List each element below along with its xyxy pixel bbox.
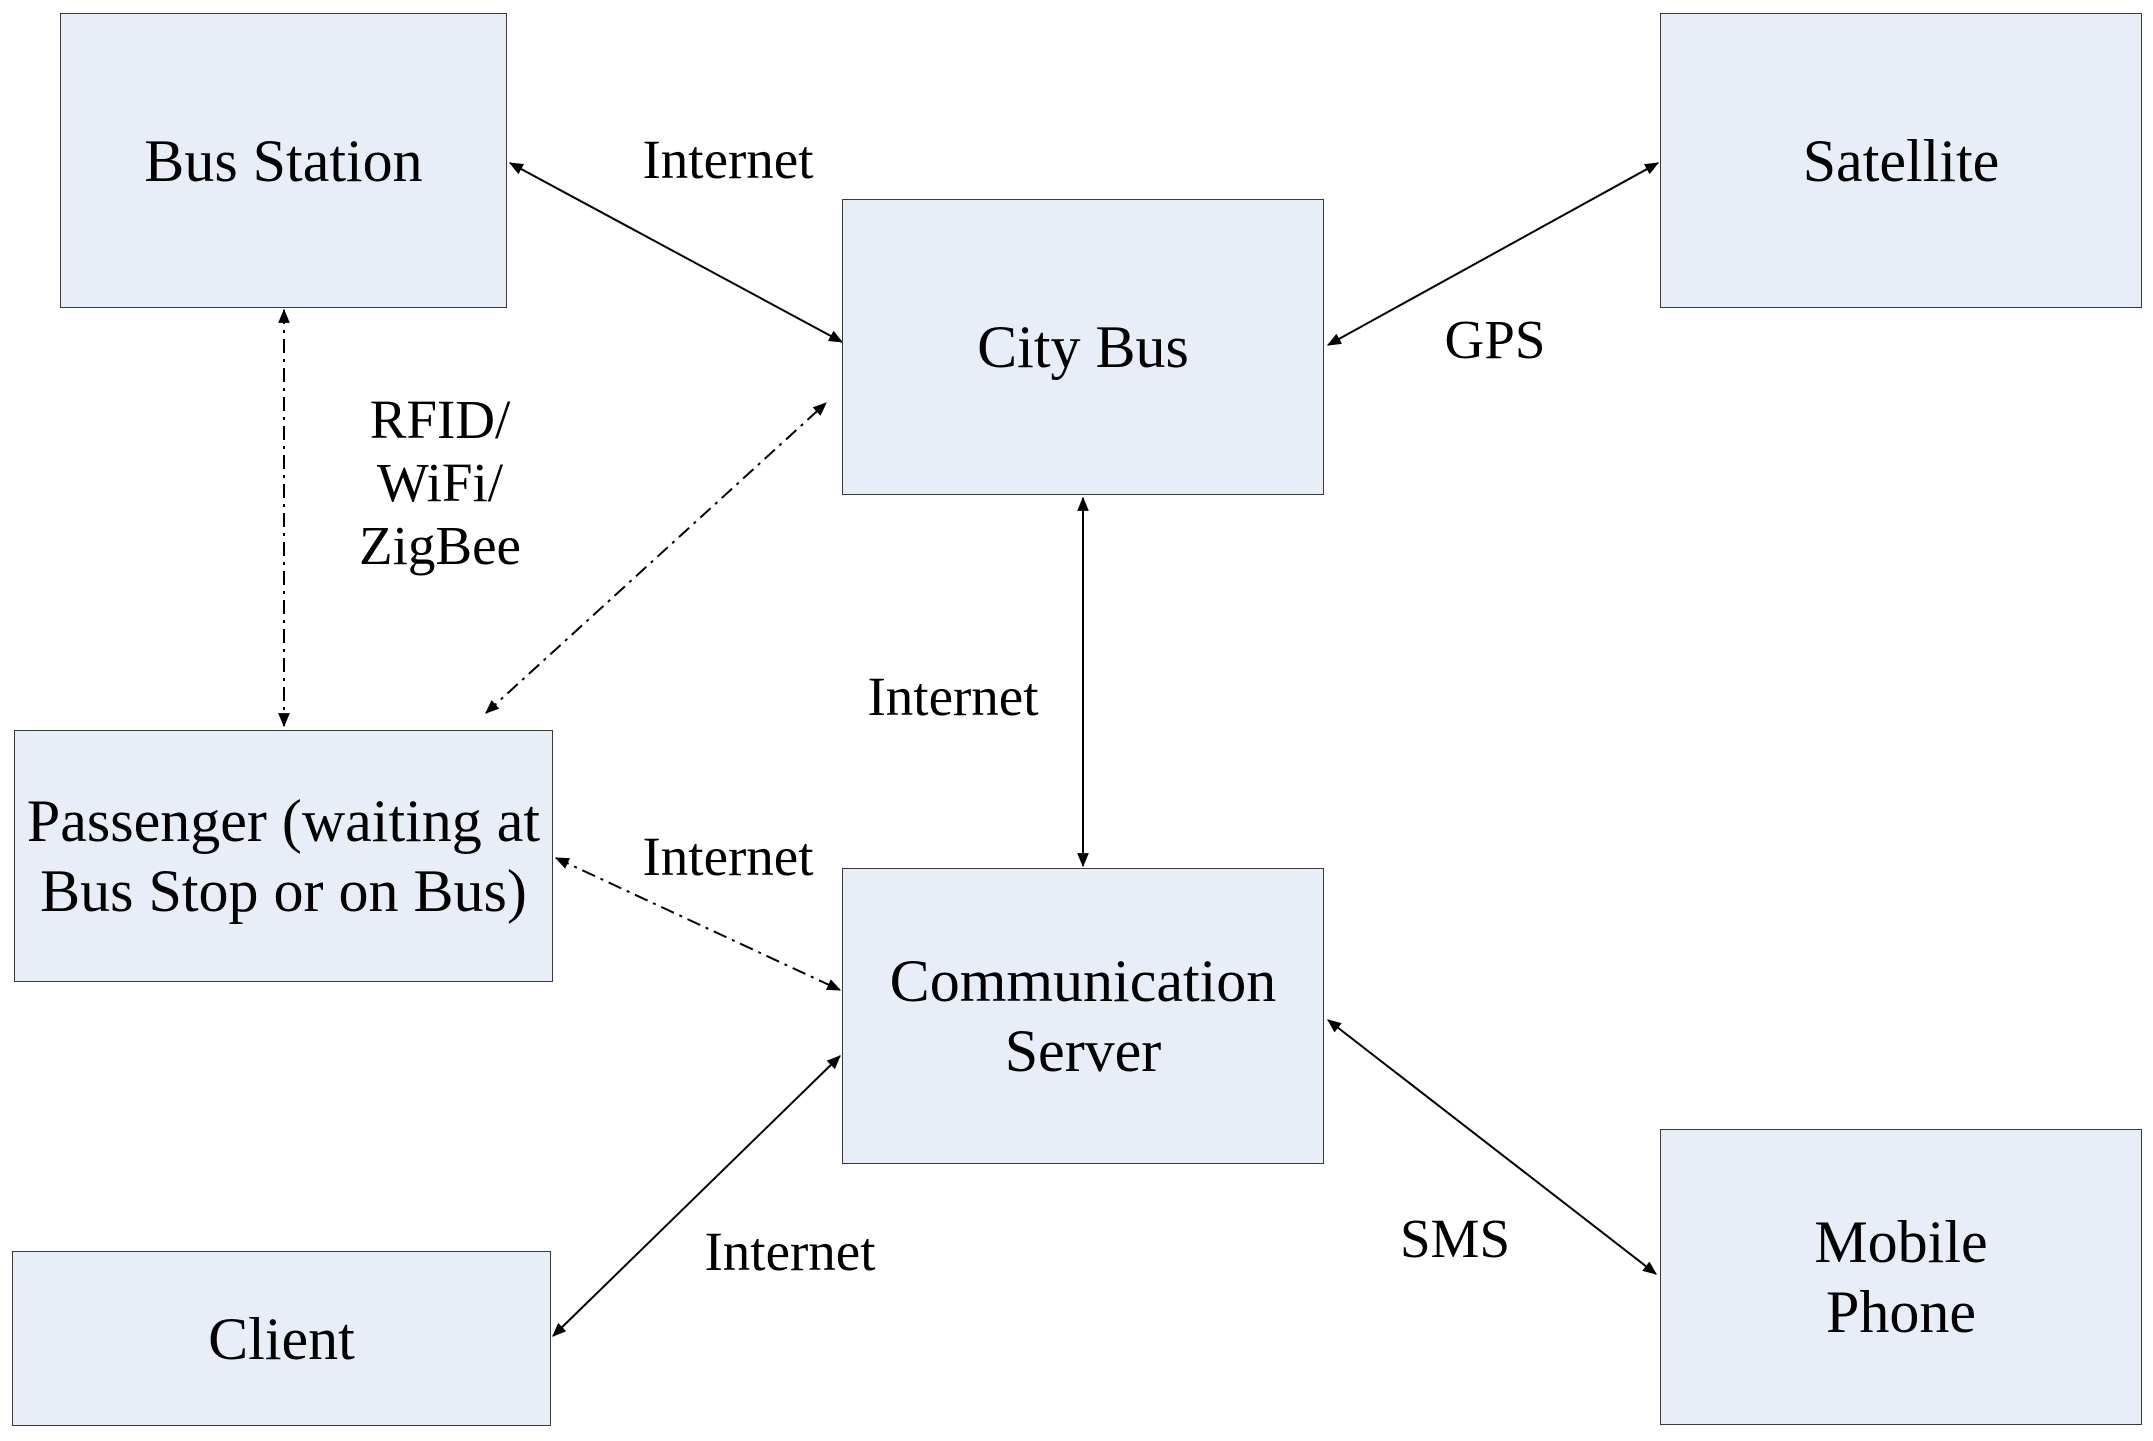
edge-communication-server-to-mobile-phone: [1327, 1019, 1657, 1275]
passenger-label: Passenger (waiting at Bus Stop or on Bus…: [26, 788, 541, 924]
edge-client-to-communication-server: [552, 1055, 841, 1337]
edge-label-server-mobile-phone: SMS: [1399, 1208, 1511, 1269]
client-label: Client: [208, 1305, 355, 1372]
passenger-node: Passenger (waiting at Bus Stop or on Bus…: [14, 730, 553, 982]
edge-label-bus-station-city-bus: Internet: [642, 129, 814, 190]
edge-label-passenger-server: Internet: [642, 826, 814, 887]
edge-label-city-bus-satellite: GPS: [1444, 309, 1546, 370]
satellite-label: Satellite: [1802, 127, 2000, 194]
edge-city-bus-to-satellite: [1326, 162, 1660, 346]
edge-label-bus-station-passenger: RFID/ WiFi/ ZigBee: [359, 389, 521, 576]
edge-bus-station-to-city-bus: [508, 162, 844, 343]
satellite-node: Satellite: [1660, 13, 2142, 308]
city-bus-label: City Bus: [977, 314, 1189, 380]
communication-server-node: Communication Server: [842, 868, 1324, 1164]
bus-station-node: Bus Station: [60, 13, 507, 308]
edge-label-client-server: Internet: [704, 1221, 876, 1282]
client-node: Client: [12, 1251, 551, 1426]
edge-passenger-to-communication-server: [554, 857, 842, 991]
bus-station-label: Bus Station: [144, 127, 423, 194]
communication-server-label: Communication Server: [889, 948, 1277, 1084]
edge-label-city-bus-server: Internet: [867, 666, 1039, 727]
mobile-phone-label: Mobile Phone: [1814, 1209, 1988, 1345]
mobile-phone-node: Mobile Phone: [1660, 1129, 2142, 1425]
city-bus-node: City Bus: [842, 199, 1324, 495]
edge-passenger-to-city-bus: [485, 402, 827, 714]
